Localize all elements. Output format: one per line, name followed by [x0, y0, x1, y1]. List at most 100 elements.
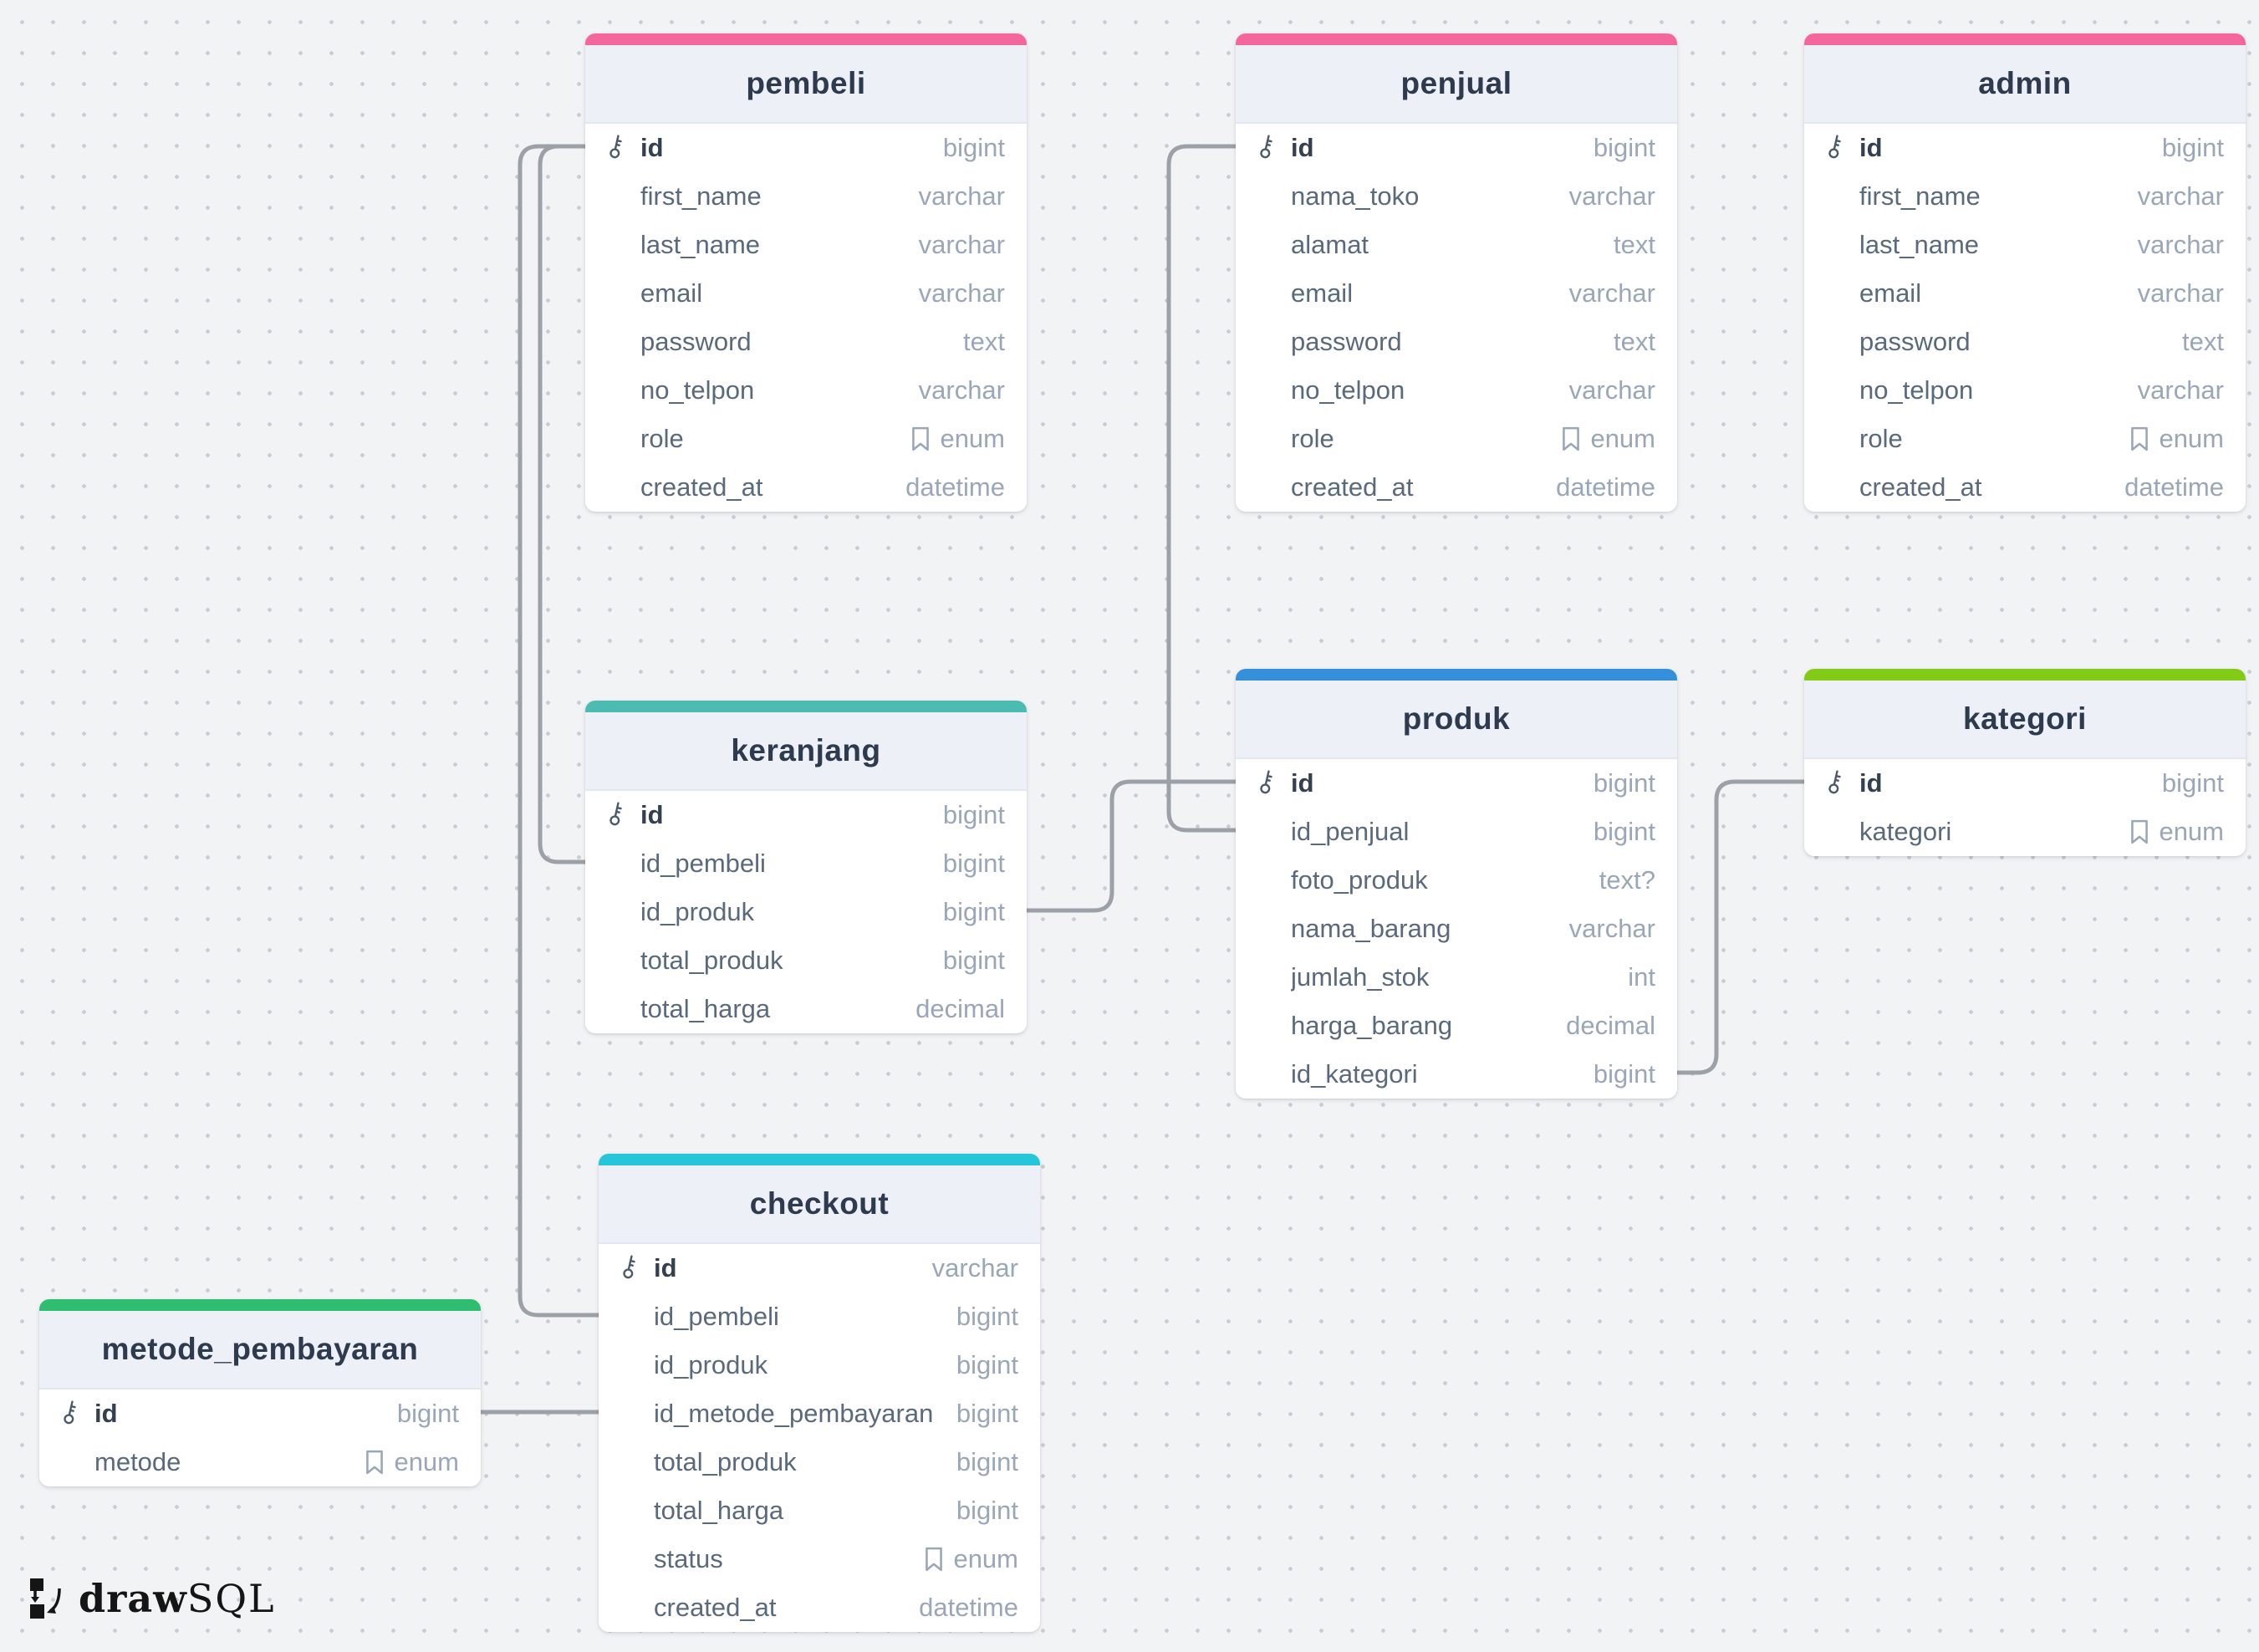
- table-card-penjual[interactable]: penjual id bigint nama_toko varchar alam…: [1236, 33, 1677, 512]
- table-row: jumlah_stok int: [1236, 953, 1677, 1002]
- column-type: datetime: [905, 472, 1005, 502]
- table-card-keranjang[interactable]: keranjang id bigint id_pembeli bigint id…: [585, 701, 1027, 1033]
- table-card-kategori[interactable]: kategori id bigint kategori enum: [1804, 669, 2246, 856]
- brand-wordmark: drawSQL: [79, 1579, 276, 1618]
- table-row: password text: [1236, 318, 1677, 366]
- table-row: id varchar: [599, 1244, 1040, 1293]
- table-accent-bar: [1236, 669, 1677, 681]
- key-icon: [609, 135, 622, 159]
- column-name: id: [1859, 133, 1883, 162]
- column-type: bigint: [2161, 133, 2224, 162]
- relation-pembeli-keranjang[interactable]: [538, 144, 588, 864]
- bookmark-icon: [926, 1547, 943, 1572]
- table-row: alamat text: [1236, 221, 1677, 269]
- column-type: varchar: [2137, 181, 2224, 211]
- table-row: id bigint: [585, 791, 1027, 839]
- table-row: email varchar: [1804, 269, 2246, 318]
- pk-slot: [1823, 135, 1859, 161]
- column-name: role: [640, 424, 684, 453]
- bookmark-icon: [366, 1450, 384, 1475]
- table-title: pembeli: [746, 66, 866, 100]
- table-accent-bar: [599, 1154, 1040, 1165]
- drawsql-logo: drawSQL: [23, 1577, 276, 1620]
- column-name: foto_produk: [1291, 865, 1428, 895]
- table-row: harga_barang decimal: [1236, 1002, 1677, 1050]
- table-row: nama_barang varchar: [1236, 905, 1677, 953]
- table-row: last_name varchar: [1804, 221, 2246, 269]
- column-name: email: [1291, 278, 1354, 308]
- table-row: id bigint: [1236, 124, 1677, 172]
- relation-keranjang-produk[interactable]: [1024, 779, 1238, 913]
- table-row: created_at datetime: [585, 463, 1027, 512]
- table-card-pembeli[interactable]: pembeli id bigint first_name varchar las…: [585, 33, 1027, 512]
- table-card-produk[interactable]: produk id bigint id_penjual bigint foto_…: [1236, 669, 1677, 1099]
- column-type: enum: [2129, 817, 2224, 847]
- table-row: foto_produk text?: [1236, 856, 1677, 905]
- table-row: no_telpon varchar: [1804, 366, 2246, 415]
- table-header: penjual: [1236, 45, 1677, 124]
- column-name: id_produk: [640, 897, 755, 926]
- table-row: id bigint: [39, 1389, 481, 1438]
- table-rows: id bigint id_pembeli bigint id_produk bi…: [585, 791, 1027, 1033]
- table-accent-bar: [585, 701, 1027, 712]
- table-header: metode_pembayaran: [39, 1311, 481, 1389]
- column-name: created_at: [640, 472, 763, 502]
- column-name: id_produk: [654, 1350, 768, 1379]
- key-icon: [1260, 770, 1272, 794]
- table-header: keranjang: [585, 712, 1027, 791]
- table-title: keranjang: [731, 733, 881, 767]
- column-type: varchar: [1568, 278, 1655, 308]
- table-row: email varchar: [585, 269, 1027, 318]
- column-type: text: [963, 327, 1005, 356]
- column-type: varchar: [918, 181, 1005, 211]
- table-accent-bar: [1804, 33, 2246, 45]
- column-type: text: [1614, 327, 1655, 356]
- pk-slot: [1254, 770, 1291, 797]
- table-header: kategori: [1804, 681, 2246, 759]
- relation-produk-kategori[interactable]: [1675, 779, 1807, 1075]
- column-type: varchar: [1568, 375, 1655, 405]
- table-row: id_metode_pembayaran bigint: [599, 1389, 1040, 1438]
- column-type: varchar: [918, 375, 1005, 405]
- table-accent-bar: [39, 1299, 481, 1311]
- column-name: alamat: [1291, 230, 1369, 259]
- column-name: id: [654, 1253, 677, 1282]
- column-type: bigint: [956, 1399, 1018, 1428]
- table-title: metode_pembayaran: [101, 1332, 419, 1366]
- table-title: checkout: [749, 1186, 890, 1221]
- column-name: id_penjual: [1291, 817, 1410, 846]
- column-type: enum: [910, 424, 1005, 454]
- table-row: last_name varchar: [585, 221, 1027, 269]
- column-name: first_name: [1859, 181, 1981, 211]
- table-card-metode_pembayaran[interactable]: metode_pembayaran id bigint metode enum: [39, 1299, 481, 1486]
- column-name: harga_barang: [1291, 1011, 1453, 1040]
- table-row: nama_toko varchar: [1236, 172, 1677, 221]
- table-title: penjual: [1400, 66, 1512, 100]
- bookmark-icon: [912, 426, 930, 451]
- brand-rest: SQL: [186, 1576, 276, 1621]
- table-header: admin: [1804, 45, 2246, 124]
- column-type: bigint: [956, 1350, 1018, 1379]
- table-row: id_pembeli bigint: [585, 839, 1027, 888]
- table-row: created_at datetime: [599, 1583, 1040, 1632]
- column-type: bigint: [942, 946, 1005, 975]
- column-name: kategori: [1859, 817, 1952, 846]
- table-card-checkout[interactable]: checkout id varchar id_pembeli bigint id…: [599, 1154, 1040, 1632]
- table-header: pembeli: [585, 45, 1027, 124]
- pk-slot: [1823, 770, 1859, 797]
- column-type: decimal: [915, 994, 1005, 1023]
- table-row: first_name varchar: [585, 172, 1027, 221]
- column-type: varchar: [2137, 375, 2224, 405]
- table-row: id_pembeli bigint: [599, 1293, 1040, 1341]
- table-card-admin[interactable]: admin id bigint first_name varchar last_…: [1804, 33, 2246, 512]
- relation-penjual-produk[interactable]: [1166, 144, 1238, 833]
- column-name: last_name: [1859, 230, 1980, 259]
- table-row: total_harga bigint: [599, 1486, 1040, 1535]
- table-row: id_produk bigint: [599, 1341, 1040, 1389]
- table-row: total_produk bigint: [585, 936, 1027, 985]
- table-row: role enum: [1804, 415, 2246, 463]
- relation-pembeli-checkout[interactable]: [518, 144, 601, 1318]
- column-type: text: [1614, 230, 1655, 259]
